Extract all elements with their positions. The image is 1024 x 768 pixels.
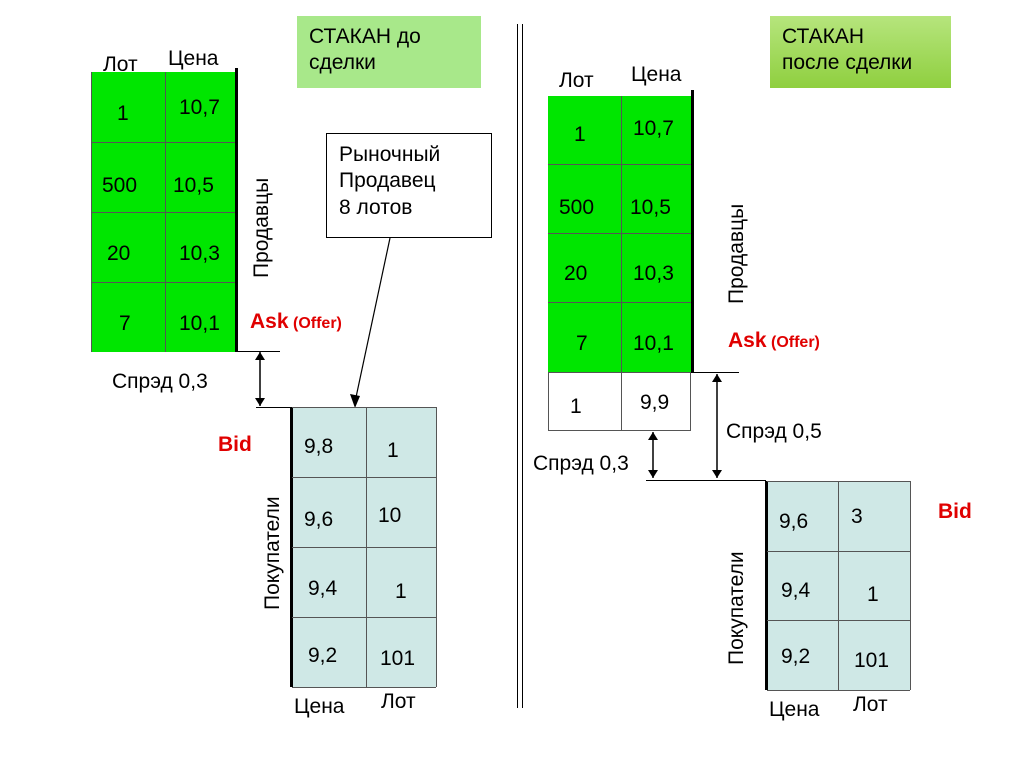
right-footer-price: Цена (769, 698, 820, 721)
left-seller-price-3: 10,1 (179, 312, 220, 335)
right-seller-lot-0: 1 (574, 123, 586, 146)
left-bid-label: Bid (218, 433, 252, 456)
right-seller-price-1: 10,5 (630, 196, 671, 219)
left-buyers-label: Покупатели (261, 496, 284, 610)
right-buyer-price-1: 9,4 (781, 579, 811, 602)
right-spread-05-label: Спрэд 0,5 (726, 420, 822, 443)
left-seller-price-0: 10,7 (179, 96, 220, 119)
left-buyer-lot-3: 101 (380, 647, 416, 670)
left-buyer-price-1: 9,6 (304, 508, 334, 531)
right-footer-lot: Лот (853, 693, 888, 716)
right-bid-label: Bid (938, 500, 972, 523)
left-buyer-lot-0: 1 (387, 439, 399, 462)
right-sellers-table (548, 96, 692, 372)
right-ask-label: Ask (Offer) (728, 329, 820, 352)
right-buyer-lot-2: 101 (854, 649, 890, 672)
right-residual-price: 9,9 (640, 391, 670, 414)
left-header-lot: Лот (103, 53, 138, 76)
left-buyer-lot-2: 1 (395, 580, 407, 603)
left-header-price: Цена (168, 47, 219, 70)
right-header-price: Цена (631, 63, 682, 86)
right-seller-price-0: 10,7 (633, 117, 674, 140)
left-buyer-price-3: 9,2 (308, 644, 338, 667)
left-title-line1: СТАКАН до (309, 25, 421, 48)
callout-arrow (350, 237, 391, 408)
left-seller-price-1: 10,5 (173, 174, 214, 197)
left-buyer-lot-1: 10 (378, 504, 402, 527)
left-seller-lot-2: 20 (107, 242, 131, 265)
right-spread-05-arrow (712, 374, 722, 478)
left-ask-label: Ask (Offer) (250, 310, 342, 333)
left-spread-label: Спрэд 0,3 (112, 370, 208, 393)
right-sellers-label: Продавцы (725, 203, 748, 304)
left-seller-price-2: 10,3 (179, 242, 220, 265)
left-title-box: СТАКАН до сделки (297, 16, 481, 88)
panel-divider (517, 24, 518, 708)
right-title-box: СТАКАН после сделки (770, 16, 951, 88)
left-seller-lot-3: 7 (119, 312, 131, 335)
right-title-line2: после сделки (782, 51, 913, 75)
left-spread-arrow (255, 352, 265, 406)
right-buyers-label: Покупатели (725, 551, 748, 665)
left-footer-lot: Лот (381, 690, 416, 713)
right-buyer-lot-0: 3 (851, 505, 863, 528)
market-seller-callout: Рыночный Продавец 8 лотов (326, 133, 492, 238)
right-seller-lot-3: 7 (576, 332, 588, 355)
left-footer-price: Цена (294, 695, 345, 718)
left-title-line2: сделки (309, 51, 376, 75)
right-residual-lot: 1 (570, 395, 582, 418)
left-seller-lot-1: 500 (102, 174, 138, 197)
left-buyer-price-2: 9,4 (308, 577, 338, 600)
right-residual-row (548, 372, 691, 431)
right-buyer-lot-1: 1 (867, 583, 879, 606)
right-buyer-price-2: 9,2 (781, 645, 811, 668)
right-seller-price-2: 10,3 (633, 262, 674, 285)
left-sellers-label: Продавцы (250, 177, 273, 278)
left-seller-lot-0: 1 (117, 102, 129, 125)
right-spread-03-label: Спрэд 0,3 (533, 452, 629, 475)
right-seller-lot-2: 20 (564, 262, 588, 285)
right-spread-03-arrow (648, 432, 658, 478)
right-header-lot: Лот (559, 69, 594, 92)
right-seller-lot-1: 500 (559, 196, 595, 219)
right-title-line1: СТАКАН (782, 25, 865, 48)
right-buyer-price-0: 9,6 (779, 510, 809, 533)
right-seller-price-3: 10,1 (633, 332, 674, 355)
left-buyer-price-0: 9,8 (304, 435, 334, 458)
